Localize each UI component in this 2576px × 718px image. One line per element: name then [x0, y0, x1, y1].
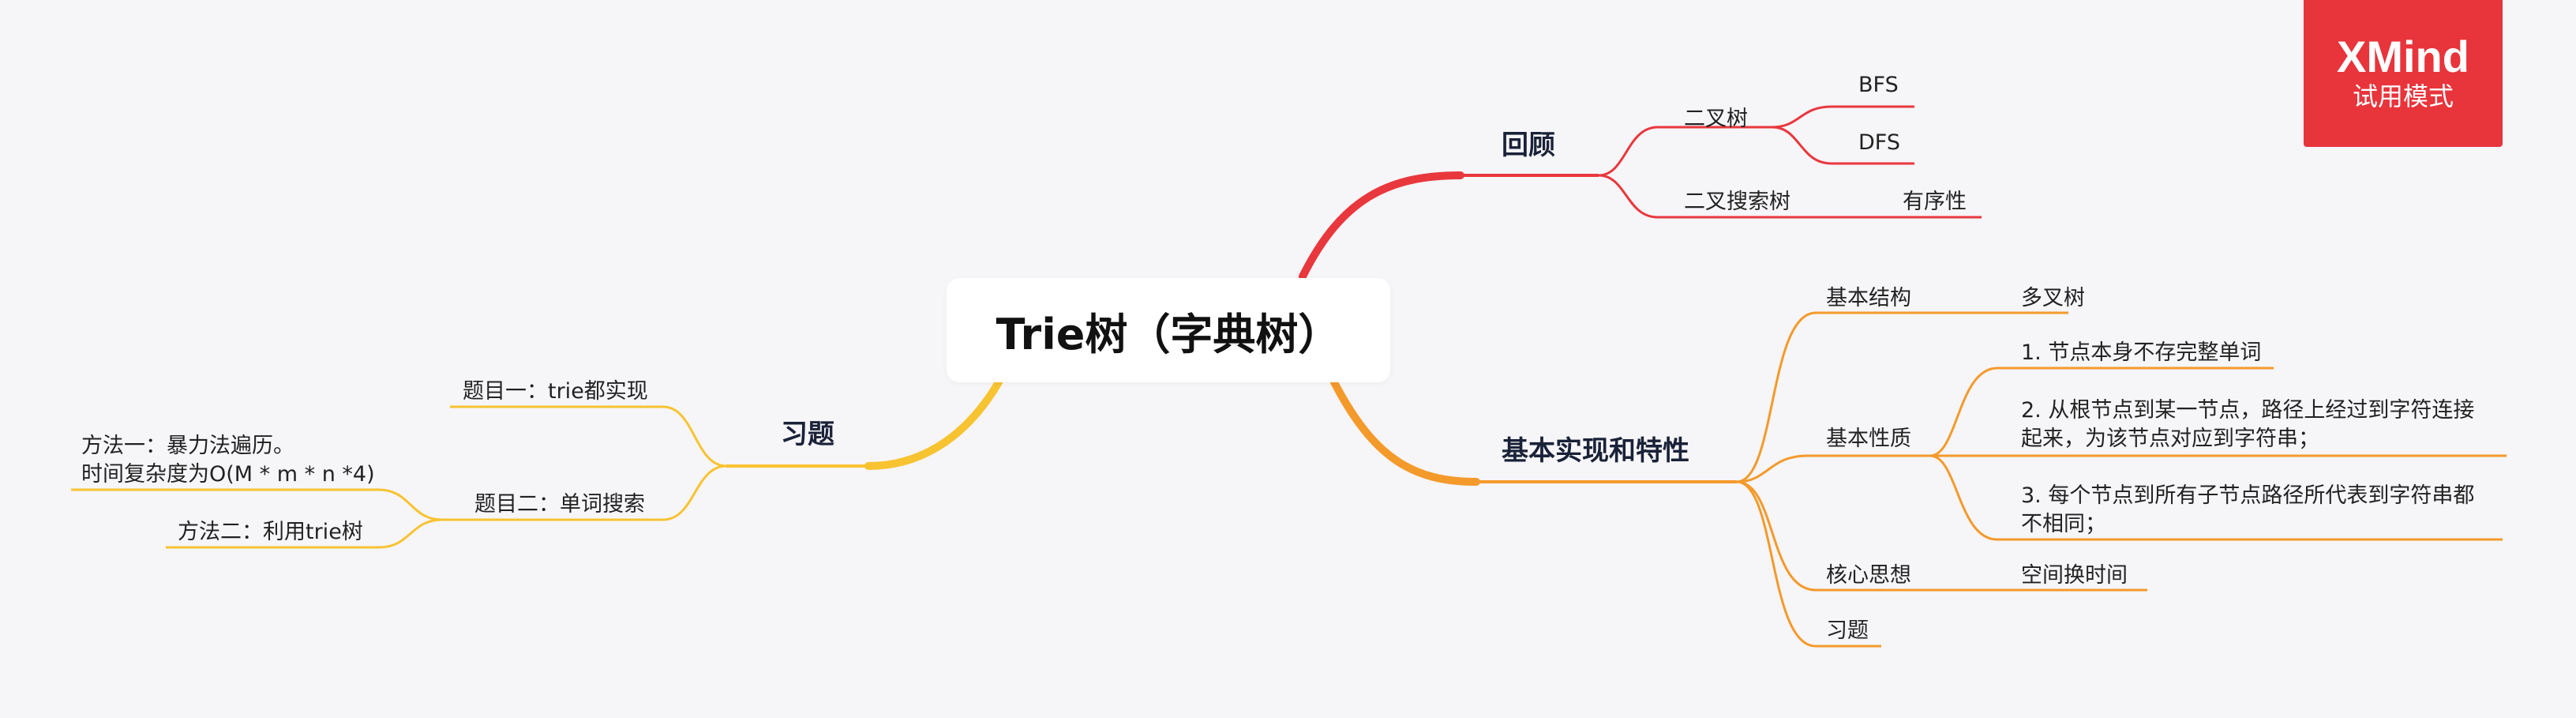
topic-property-3-line2[interactable]: 不相同；	[2021, 512, 2106, 536]
topic-question-1[interactable]: 题目一：trie都实现	[463, 379, 648, 404]
connector-structure	[1736, 311, 1922, 483]
connector-bst	[1598, 174, 1851, 219]
connector-dfs	[1772, 126, 1914, 165]
root-topic[interactable]: Trie树（字典树）	[947, 278, 1390, 382]
connector-basics-exercise	[1736, 480, 1881, 648]
topic-property-2-line2[interactable]: 起来，为该节点对应到字符串；	[2021, 427, 2319, 451]
connector-review	[1299, 171, 1464, 280]
topic-space-for-time[interactable]: 空间换时间	[2021, 563, 2128, 588]
topic-method-2[interactable]: 方法二：利用trie树	[178, 520, 363, 544]
connector-binary-tree	[1598, 126, 1772, 177]
connector-properties	[1736, 454, 1930, 483]
xmind-trial-badge[interactable]: XMind 试用模式	[2304, 0, 2503, 147]
topic-core-idea[interactable]: 核心思想	[1826, 563, 1911, 588]
trial-mode-label: 试用模式	[2352, 81, 2454, 111]
topic-basic-structure[interactable]: 基本结构	[1826, 286, 1911, 310]
topic-basic-properties[interactable]: 基本性质	[1826, 427, 1911, 451]
topic-question-2[interactable]: 题目二：单词搜索	[474, 492, 645, 517]
topic-property-1[interactable]: 1. 节点本身不存完整单词	[2021, 340, 2262, 365]
connector-exercises	[864, 378, 1003, 470]
connector-prop3	[1929, 454, 2503, 541]
topic-binary-tree[interactable]: 二叉树	[1684, 107, 1748, 131]
topic-property-2-line1[interactable]: 2. 从根节点到某一节点，路径上经过到字符连接	[2021, 398, 2475, 423]
topic-ordered[interactable]: 有序性	[1903, 190, 1967, 214]
connector-prop1	[1929, 367, 2274, 457]
topic-bfs[interactable]: BFS	[1858, 73, 1899, 97]
topic-basics-exercise[interactable]: 习题	[1826, 618, 1869, 643]
topic-method-1-line2[interactable]: 时间复杂度为O(M * m * n *4)	[81, 462, 375, 487]
topic-basics[interactable]: 基本实现和特性	[1502, 435, 1689, 467]
connector-basics	[1330, 378, 1480, 486]
topic-exercises[interactable]: 习题	[781, 419, 834, 450]
topic-review[interactable]: 回顾	[1502, 130, 1555, 161]
xmind-logo-text: XMind	[2337, 32, 2469, 81]
connector-q2	[442, 464, 727, 521]
connector-core-idea	[1736, 480, 1922, 592]
connector-method1	[71, 488, 443, 521]
connector-q1	[450, 405, 727, 468]
topic-multiway-tree[interactable]: 多叉树	[2021, 286, 2085, 310]
connector-bfs	[1772, 105, 1914, 129]
topic-dfs[interactable]: DFS	[1858, 130, 1900, 155]
topic-bst[interactable]: 二叉搜索树	[1684, 190, 1790, 214]
root-title: Trie树（字典树）	[996, 309, 1341, 359]
topic-property-3-line1[interactable]: 3. 每个节点到所有子节点路径所代表到字符串都	[2021, 483, 2475, 508]
connector-method2	[166, 518, 443, 549]
topic-method-1-line1[interactable]: 方法一：暴力法遍历。	[81, 434, 294, 458]
